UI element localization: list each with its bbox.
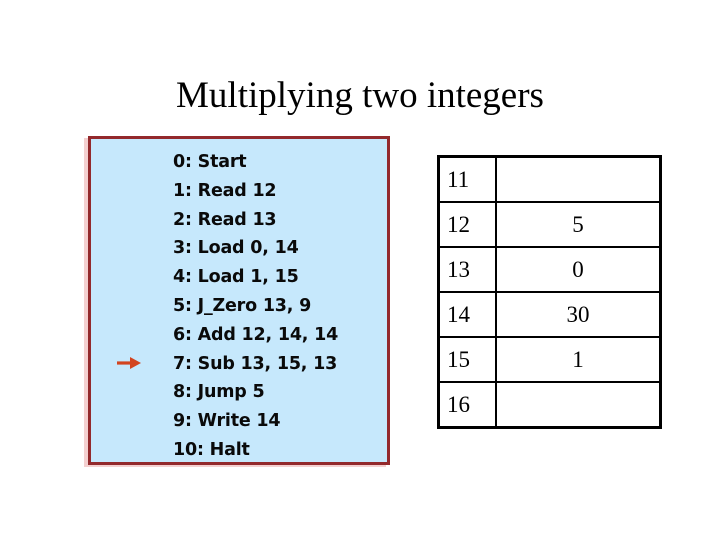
memory-table: 11 12 5 13 0 14 30 15 1 16 [437, 155, 662, 429]
memory-address: 15 [437, 336, 497, 383]
right-arrow-icon [117, 357, 141, 369]
memory-value: 30 [495, 291, 662, 338]
table-row: 16 [437, 381, 662, 429]
program-line: 0: Start [173, 152, 247, 172]
program-line-list: 0: Start 1: Read 12 2: Read 13 3: Load 0… [173, 148, 338, 465]
program-listing-panel: 0: Start 1: Read 12 2: Read 13 3: Load 0… [88, 136, 390, 465]
program-line: 10: Halt [173, 439, 250, 460]
page-title: Multiplying two integers [176, 75, 544, 116]
table-row: 11 [437, 155, 662, 203]
memory-address: 11 [437, 155, 497, 203]
memory-address: 13 [437, 246, 497, 293]
program-line: 3: Load 0, 14 [173, 238, 299, 259]
program-line: 9: Write 14 [173, 411, 281, 432]
table-row: 15 1 [437, 336, 662, 383]
memory-address: 16 [437, 381, 497, 429]
program-line: 5: J_Zero 13, 9 [173, 295, 312, 316]
memory-address: 12 [437, 201, 497, 248]
memory-address: 14 [437, 291, 497, 338]
program-line: 8: Jump 5 [173, 382, 265, 403]
memory-value: 0 [495, 246, 662, 293]
program-line: 1: Read 12 [173, 180, 277, 201]
program-line: 2: Read 13 [173, 209, 277, 230]
program-line: 4: Load 1, 15 [173, 267, 299, 288]
memory-value [495, 155, 662, 203]
table-row: 14 30 [437, 291, 662, 338]
program-line-current: 7: Sub 13, 15, 13 [173, 353, 338, 374]
memory-value: 5 [495, 201, 662, 248]
table-row: 13 0 [437, 246, 662, 293]
memory-value: 1 [495, 336, 662, 383]
memory-value [495, 381, 662, 429]
program-line: 6: Add 12, 14, 14 [173, 324, 339, 345]
table-row: 12 5 [437, 201, 662, 248]
